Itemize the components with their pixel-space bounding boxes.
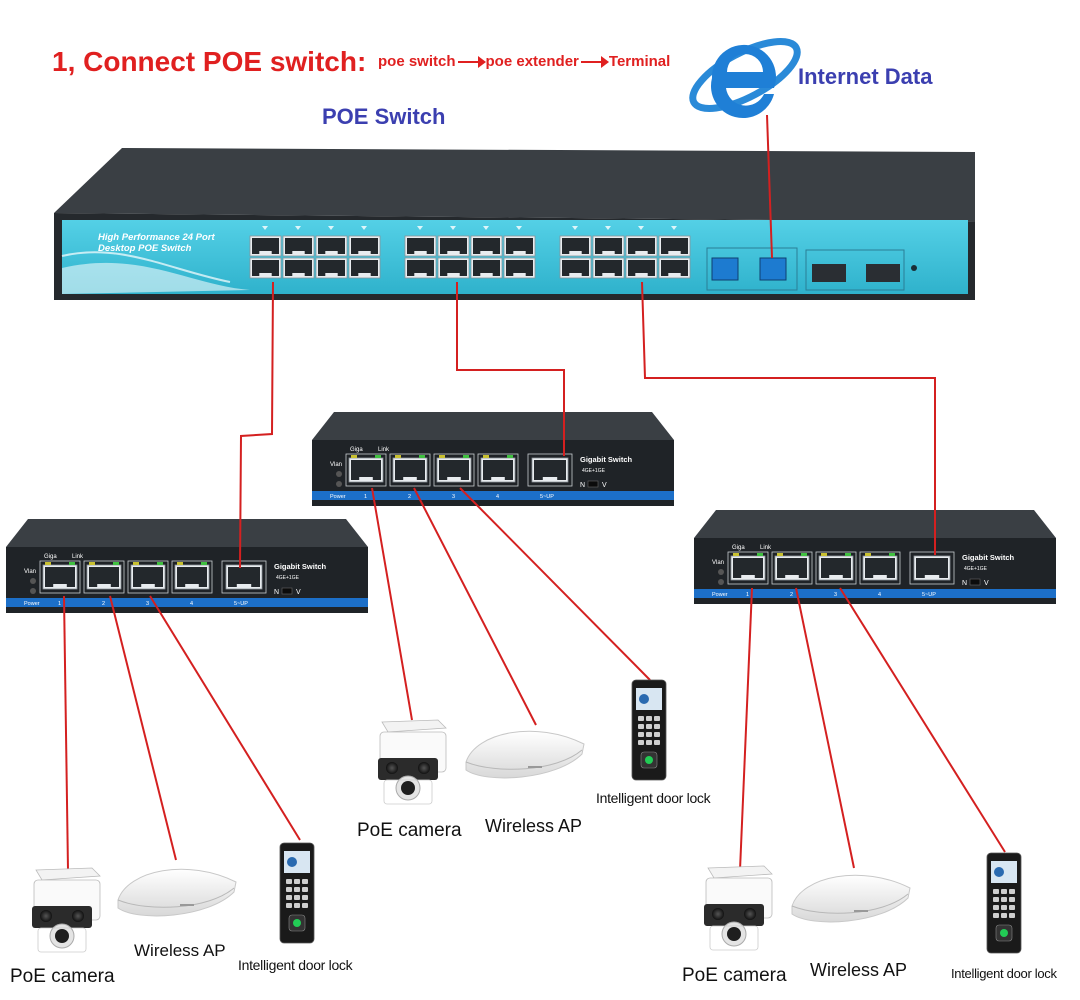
poe-switch-label: POE Switch	[322, 104, 446, 129]
gigabit-switch-sublabel: 4GE+1GE	[276, 575, 300, 581]
mode-switch-n: N	[580, 482, 585, 489]
cable-main-to-center	[456, 282, 565, 456]
door-lock-icon	[986, 852, 1022, 954]
power-label: Power	[712, 592, 728, 598]
mode-switch-v: V	[296, 589, 301, 596]
lock-label-left: Intelligent door lock	[238, 957, 353, 973]
lock-label-right: Intelligent door lock	[951, 966, 1057, 981]
lock-label-center: Intelligent door lock	[596, 790, 711, 806]
gigabit-switch-label: Gigabit Switch	[580, 455, 633, 464]
door-lock-icon	[631, 679, 667, 781]
flow-step-extender: poe extender	[485, 53, 579, 70]
led-label-link: Link	[760, 545, 772, 551]
flow-step-terminal: Terminal	[608, 53, 671, 70]
port-number-3: 3	[146, 601, 149, 607]
vlan-label: Vlan	[330, 462, 342, 468]
port-number-4: 4	[878, 592, 881, 598]
mode-switch-v: V	[602, 482, 607, 489]
ap-label-right: Wireless AP	[810, 960, 908, 980]
vlan-label: Vlan	[24, 569, 36, 575]
port-number-1: 1	[58, 601, 61, 607]
port-number-3: 3	[834, 592, 837, 598]
cables	[63, 114, 1006, 871]
gigabit-switch-sublabel: 4GE+1GE	[582, 468, 606, 474]
mode-toggle	[281, 587, 293, 595]
vlan-label: Vlan	[712, 560, 724, 566]
mode-toggle	[587, 480, 599, 488]
camera-label-left: PoE camera	[10, 966, 115, 987]
main-switch-brand-line1: High Performance 24 Port	[98, 232, 216, 243]
port-number-uplink: 5~UP	[540, 494, 554, 500]
wireless-ap-icon	[465, 730, 585, 779]
port-number-4: 4	[190, 601, 193, 607]
poe-camera-icon	[32, 867, 101, 953]
led-label-link: Link	[72, 554, 84, 560]
cable-right-lock	[839, 587, 1006, 853]
mode-switch-n: N	[962, 580, 967, 587]
wireless-ap-icon	[791, 874, 911, 923]
gigabit-switch-label: Gigabit Switch	[962, 553, 1015, 562]
led-label-link: Link	[378, 447, 390, 453]
diagram-title: 1, Connect POE switch:	[52, 46, 367, 77]
port-number-4: 4	[496, 494, 499, 500]
cable-center-ap	[413, 487, 537, 726]
port-number-3: 3	[452, 494, 455, 500]
port-number-2: 2	[408, 494, 411, 500]
led-label-giga: Giga	[732, 545, 745, 551]
cable-internet	[766, 114, 773, 259]
connection-flow: poe switch poe extender Terminal	[378, 53, 670, 70]
cable-main-to-left	[239, 281, 274, 569]
port-number-uplink: 5~UP	[234, 601, 248, 607]
cable-main-to-right	[641, 281, 936, 555]
poe-camera-icon	[704, 865, 773, 951]
port-number-1: 1	[364, 494, 367, 500]
ap-label-center: Wireless AP	[485, 816, 583, 836]
cable-left-ap	[109, 595, 177, 861]
main-switch-ports	[249, 226, 691, 279]
gigabit-switch-label: Gigabit Switch	[274, 562, 327, 571]
cable-left-lock	[149, 595, 301, 841]
mode-switch-v: V	[984, 580, 989, 587]
port-number-2: 2	[102, 601, 105, 607]
mode-switch-n: N	[274, 589, 279, 596]
main-poe-switch: High Performance 24 Port Desktop POE Swi…	[54, 148, 975, 300]
cable-right-camera	[739, 587, 753, 871]
cable-center-lock	[459, 487, 651, 681]
arrow-right-icon	[580, 56, 609, 69]
camera-label-center: PoE camera	[357, 820, 462, 841]
door-lock-icon	[279, 842, 315, 944]
cable-left-camera	[63, 595, 69, 871]
internet-explorer-icon	[689, 38, 801, 119]
internet-data-label: Internet Data	[798, 64, 933, 89]
port-number-uplink: 5~UP	[922, 592, 936, 598]
gigabit-switch-sublabel: 4GE+1GE	[964, 566, 988, 572]
main-switch-brand-line2: Desktop POE Switch	[98, 243, 192, 254]
cable-center-camera	[371, 487, 413, 721]
power-label: Power	[24, 601, 40, 607]
arrow-right-icon	[457, 56, 486, 69]
led-label-giga: Giga	[44, 554, 57, 560]
camera-label-right: PoE camera	[682, 965, 787, 986]
port-number-2: 2	[790, 592, 793, 598]
poe-camera-icon	[378, 719, 447, 805]
flow-step-switch: poe switch	[378, 53, 456, 70]
power-label: Power	[330, 494, 346, 500]
led-label-giga: Giga	[350, 447, 363, 453]
wireless-ap-icon	[117, 868, 237, 917]
mode-toggle	[969, 578, 981, 586]
ap-label-left: Wireless AP	[134, 941, 226, 960]
port-number-1: 1	[746, 592, 749, 598]
cable-right-ap	[795, 587, 855, 869]
